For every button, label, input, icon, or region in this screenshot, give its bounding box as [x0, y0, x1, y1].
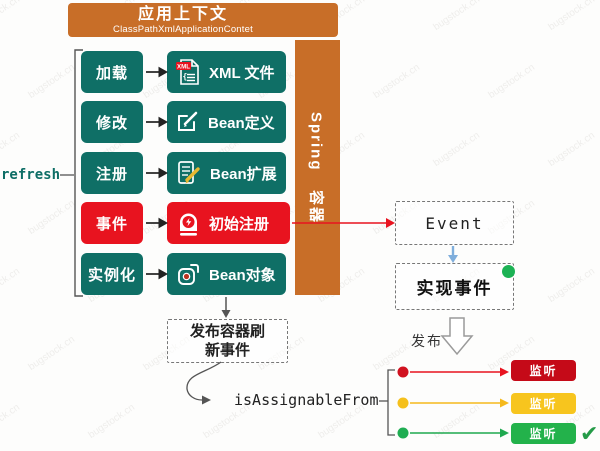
publish-label: 发布 — [411, 333, 443, 349]
step-label: 加载 — [95, 64, 128, 82]
publish-box-line1: 发布容器刷 — [189, 323, 265, 340]
refresh-label: refresh — [1, 167, 61, 183]
implement-event-box: 实现事件 — [395, 263, 514, 310]
spring-container-bar — [295, 40, 340, 295]
event-box-label: Event — [425, 213, 484, 233]
implement-event-label: 实现事件 — [416, 279, 493, 298]
listener-label: 监听 — [529, 364, 558, 378]
watermark-text: bugstock.cn — [26, 334, 77, 373]
watermark-text: bugstock.cn — [431, 130, 482, 169]
watermark-text: bugstock.cn — [0, 130, 22, 169]
target-label: Bean定义 — [208, 114, 275, 132]
header-subtitle: ClassPathXmlApplicationContet — [113, 23, 253, 35]
target-label: Bean扩展 — [210, 165, 277, 183]
step-box-modify: 修改 — [81, 101, 143, 143]
header-title: 应用上下文 — [137, 5, 228, 23]
target-label: 初始注册 — [209, 215, 270, 233]
step-box-event: 事件 — [81, 202, 143, 244]
step-box-instantiate: 实例化 — [81, 253, 143, 295]
step-box-register: 注册 — [81, 152, 143, 194]
watermark-text: bugstock.cn — [486, 62, 537, 101]
watermark-text: bugstock.cn — [431, 0, 482, 33]
target-box-initial-register: 初始注册 — [167, 202, 290, 244]
target-label: Bean对象 — [209, 266, 276, 284]
watermark-text: bugstock.cn — [26, 62, 77, 101]
listener-box-red: 监听 — [511, 360, 576, 381]
listener-box-green: 监听 — [511, 423, 576, 444]
step-label: 修改 — [95, 114, 128, 132]
step-box-load: 加载 — [81, 51, 143, 93]
step-label: 事件 — [95, 215, 128, 233]
watermark-text: bugstock.cn — [86, 402, 137, 441]
target-box-bean-object: Bean对象 — [167, 253, 286, 295]
svg-text:{: { — [183, 72, 188, 81]
is-assignable-from-label: isAssignableFrom — [234, 391, 379, 409]
target-box-xml-file: XML { XML 文件 — [167, 51, 286, 93]
step-label: 实例化 — [87, 266, 136, 284]
target-label: XML 文件 — [209, 64, 275, 82]
watermark-text: bugstock.cn — [546, 266, 597, 305]
xml-file-icon: XML { — [176, 59, 199, 85]
event-box: Event — [395, 201, 514, 245]
watermark-text: bugstock.cn — [26, 198, 77, 237]
watermark-text: bugstock.cn — [0, 266, 22, 305]
alarm-lightning-icon — [180, 213, 197, 236]
publish-box-line2: 新事件 — [204, 342, 250, 359]
listener-label: 监听 — [529, 397, 558, 411]
watermark-text: bugstock.cn — [0, 402, 22, 441]
watermark-text: bugstock.cn — [431, 402, 482, 441]
publish-refresh-event-box: 发布容器刷 新事件 — [167, 319, 288, 363]
watermark-text: bugstock.cn — [0, 0, 22, 33]
doc-pencil-icon — [178, 161, 200, 184]
watermark-text: bugstock.cn — [371, 62, 422, 101]
target-box-bean-extension: Bean扩展 — [167, 152, 286, 194]
object-frame-icon — [178, 263, 199, 285]
spring-container-label: Spring 容器 — [307, 111, 325, 224]
watermark-text: bugstock.cn — [546, 0, 597, 33]
listener-box-yellow: 监听 — [511, 393, 576, 414]
svg-text:XML: XML — [177, 63, 190, 70]
edit-icon — [178, 111, 198, 131]
target-box-bean-definition: Bean定义 — [167, 101, 286, 143]
app-context-header: 应用上下文 ClassPathXmlApplicationContet — [68, 3, 338, 37]
green-status-dot — [502, 265, 515, 278]
watermark-text: bugstock.cn — [546, 130, 597, 169]
step-label: 注册 — [95, 165, 128, 183]
checkmark-icon: ✔ — [580, 421, 599, 446]
listener-label: 监听 — [529, 427, 558, 441]
